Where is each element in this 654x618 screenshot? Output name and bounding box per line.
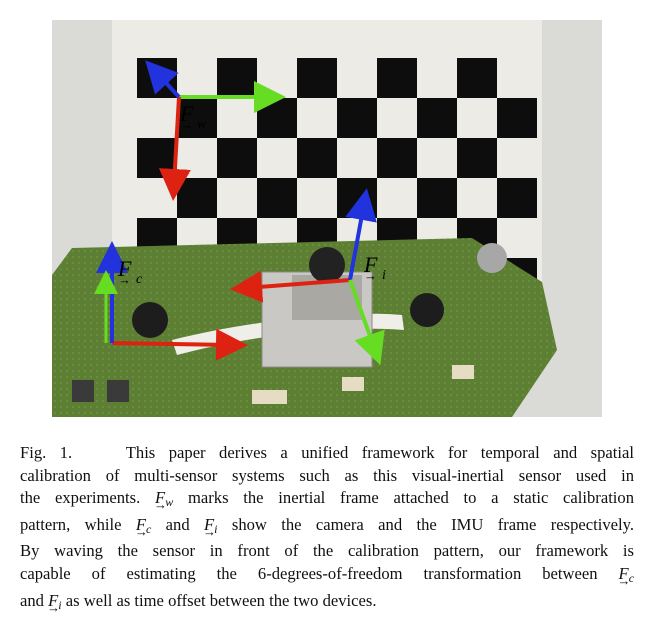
checker-square	[257, 178, 297, 218]
camera-frame-symbol: F	[117, 256, 132, 281]
checker-square	[497, 98, 537, 138]
caption-line-7: and Fi→ as well as time offset between t…	[20, 590, 634, 617]
figure-photo: F w → F c → F i →	[52, 20, 602, 417]
knob	[477, 243, 507, 273]
checker-square	[297, 58, 337, 98]
checker-square	[137, 138, 177, 178]
caption-line-1: Fig. 1. This paper derives a unified fra…	[20, 442, 634, 465]
checker-square	[377, 138, 417, 178]
camera-frame-sub: c	[136, 272, 143, 287]
caption-text: pattern, while	[20, 514, 122, 534]
imu-frame-math: Fi→	[203, 514, 218, 539]
camera-lens-center	[309, 247, 345, 283]
caption-label: Fig. 1.	[20, 443, 73, 462]
arrow-under-icon: →	[134, 523, 148, 539]
camera-lens-right	[410, 293, 444, 327]
caption-text: By waving the sensor in front of the cal…	[20, 541, 634, 561]
imu-frame-arrow-icon: →	[364, 268, 377, 283]
checker-square	[217, 58, 257, 98]
world-frame-math: Fw→	[154, 488, 174, 513]
camera-frame-arrow-icon: →	[118, 272, 131, 287]
caption-text: the experiments.	[20, 488, 141, 508]
checker-square	[337, 178, 377, 218]
caption-text: show the camera and the IMU frame respec…	[231, 514, 635, 534]
caption-line-5: By waving the sensor in front of the cal…	[20, 540, 634, 563]
checker-square	[177, 178, 217, 218]
imu-frame-math: Fi→	[47, 590, 62, 615]
checker-square	[337, 98, 377, 138]
world-frame-arrow-icon: →	[180, 117, 193, 132]
arrow-under-icon: →	[203, 523, 217, 539]
camera-frame-math: Fc→	[134, 514, 152, 539]
checker-square	[377, 58, 417, 98]
checker-square	[217, 138, 257, 178]
camera-axis-x	[111, 328, 248, 361]
checker-square	[457, 138, 497, 178]
arrow-under-icon: →	[617, 572, 631, 588]
imu-frame-symbol: F	[363, 252, 378, 277]
arrow-under-icon: →	[154, 497, 168, 513]
checker-square	[457, 58, 497, 98]
caption-line-2: calibration of multi-sensor systems such…	[20, 465, 634, 488]
world-axis-x	[158, 96, 191, 201]
checker-square	[257, 98, 297, 138]
caption-text: calibration of multi-sensor systems such…	[20, 465, 634, 485]
checker-square	[177, 98, 217, 138]
imu-axis-y	[348, 279, 385, 366]
caption-line-3: the experiments. Fw→ marks the inertial …	[20, 487, 634, 514]
caption-line-6: capable of estimating the 6-degrees-of-f…	[20, 563, 634, 590]
imu-axis-z	[345, 188, 377, 281]
imu-axis-x	[230, 270, 351, 303]
caption-text: marks the inertial frame attached to a s…	[187, 488, 635, 508]
caption-text: and	[165, 514, 190, 534]
world-frame-sub: w	[197, 117, 207, 132]
caption-text: This paper derives a unified framework f…	[125, 443, 634, 462]
camera-lens-left	[132, 302, 168, 338]
imu-frame-sub: i	[382, 268, 386, 283]
caption-line-4: pattern, while Fc→ and Fi→ show the came…	[20, 514, 634, 541]
checker-square	[417, 98, 457, 138]
checker-square	[417, 178, 457, 218]
figure-caption: Fig. 1. This paper derives a unified fra…	[20, 442, 634, 616]
caption-text: as well as time offset between the two d…	[65, 590, 377, 610]
checker-square	[297, 138, 337, 178]
photo-illustration: F w → F c → F i →	[52, 20, 602, 417]
checker-square	[497, 178, 537, 218]
world-axis-z	[145, 60, 181, 99]
caption-text: and	[20, 590, 44, 610]
world-frame-symbol: F	[179, 101, 194, 126]
checker-square	[137, 58, 177, 98]
caption-text: capable of estimating the 6-degrees-of-f…	[20, 563, 598, 583]
arrow-under-icon: →	[47, 599, 61, 615]
camera-frame-math: Fc→	[617, 563, 635, 588]
